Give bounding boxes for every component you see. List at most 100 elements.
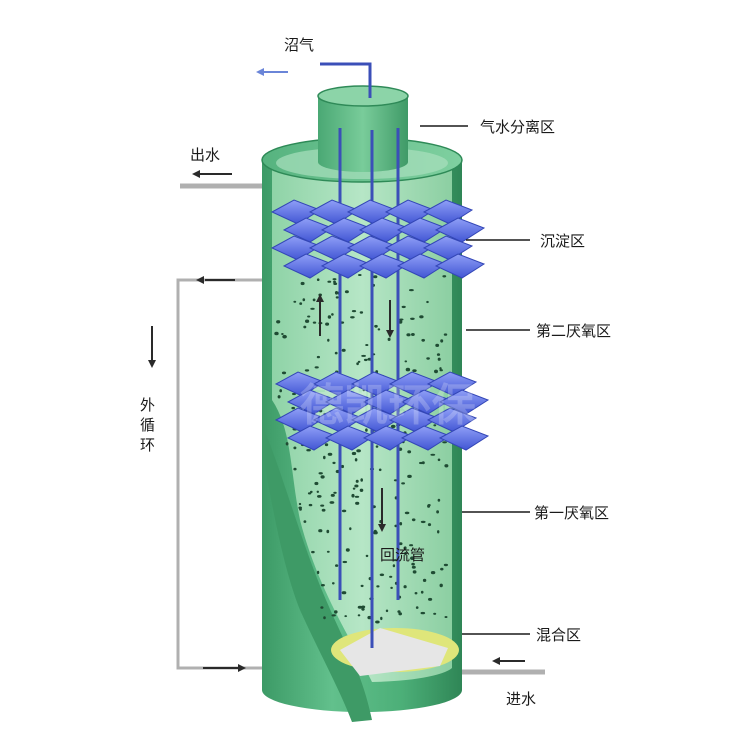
watermark: 德凯环保 — [300, 380, 477, 431]
sludge-dot — [326, 529, 330, 534]
sludge-dot — [437, 458, 441, 462]
sludge-dot — [428, 597, 433, 601]
sludge-dot — [401, 482, 405, 485]
sludge-dot — [357, 605, 363, 609]
sludge-dot — [298, 506, 303, 510]
sludge-dot — [390, 424, 396, 429]
return-flow-arrow-head — [378, 524, 386, 532]
sludge-dot — [332, 278, 337, 281]
sludge-dot — [327, 338, 330, 342]
sludge-dot — [419, 315, 424, 319]
sludge-dot — [279, 389, 283, 393]
settler-plate — [434, 217, 486, 243]
sludge-dot — [420, 611, 426, 615]
sludge-dot — [398, 320, 403, 324]
sludge-dot — [378, 468, 382, 472]
sludge-dot — [356, 362, 359, 366]
sludge-dot — [390, 586, 393, 590]
sludge-dot — [344, 290, 349, 294]
label-external-circulation-2: 循 — [140, 416, 155, 434]
sludge-dot — [320, 475, 325, 479]
sludge-dot — [439, 369, 443, 372]
outlet-pipe — [180, 170, 262, 189]
sludge-dot — [274, 331, 279, 336]
sludge-dot — [411, 562, 415, 566]
sludge-dot — [409, 289, 414, 292]
sludge-dot — [403, 546, 407, 550]
sludge-dot — [398, 542, 403, 546]
label-biogas: 沼气 — [284, 36, 314, 54]
sludge-dot — [293, 300, 297, 303]
sludge-dot — [360, 584, 364, 588]
sludge-dot — [443, 333, 448, 336]
sludge-dot — [303, 520, 307, 523]
sludge-dot — [422, 578, 427, 583]
inlet-arrow-head — [492, 657, 500, 665]
sludge-dot — [373, 275, 378, 279]
sludge-dot — [439, 367, 442, 370]
label-second-anaerobic: 第二厌氧区 — [536, 322, 611, 340]
sludge-dot — [318, 472, 323, 475]
sludge-dot — [293, 467, 297, 471]
lower-settler — [274, 371, 490, 451]
sludge-dot — [442, 441, 447, 444]
sludge-dot — [327, 315, 332, 319]
sludge-dot — [316, 570, 320, 575]
sludge-dot — [334, 610, 338, 614]
sludge-dot — [330, 493, 335, 497]
sludge-dot — [334, 351, 338, 355]
sludge-dot — [355, 479, 359, 483]
sludge-dot — [323, 455, 326, 460]
biogas-pipe — [256, 62, 372, 98]
sludge-dot — [342, 560, 348, 564]
sludge-dot — [352, 487, 356, 490]
sludge-dot — [437, 357, 441, 361]
sludge-dot — [341, 591, 347, 595]
sludge-dot — [389, 575, 393, 578]
sludge-dot — [317, 495, 322, 498]
sludge-dot — [320, 504, 325, 507]
sludge-dot — [276, 320, 281, 324]
sludge-dot — [392, 564, 396, 568]
sludge-dot — [341, 509, 347, 513]
sludge-dot — [324, 443, 329, 447]
sludge-dot — [302, 298, 306, 302]
sludge-dot — [433, 612, 437, 615]
settler-plate — [426, 407, 478, 433]
sludge-dot — [404, 511, 410, 515]
sludge-dot — [334, 291, 339, 295]
sludge-dot — [344, 615, 348, 618]
sludge-dot — [358, 274, 362, 276]
sludge-dot — [320, 584, 325, 587]
sludge-dot — [359, 488, 364, 492]
sludge-dot — [393, 559, 398, 562]
sludge-dot — [375, 620, 380, 624]
sludge-dot — [320, 606, 324, 609]
settler-plate — [434, 253, 486, 279]
sludge-dot — [360, 478, 364, 482]
sludge-dot — [435, 343, 440, 347]
sludge-dot — [427, 523, 432, 527]
sludge-dot — [361, 354, 366, 357]
sludge-dot — [439, 583, 443, 588]
sludge-dot — [326, 550, 330, 553]
sludge-dot — [444, 616, 448, 618]
sludge-dot — [350, 316, 355, 319]
sludge-dot — [409, 544, 414, 547]
tank-cutaway-interior — [272, 170, 452, 682]
sludge-dot — [314, 366, 319, 369]
sludge-dot — [305, 319, 310, 323]
sludge-dot — [398, 612, 403, 616]
sludge-dot — [310, 307, 315, 310]
sludge-dot — [308, 503, 313, 507]
sludge-dot — [365, 428, 368, 432]
sludge-dot — [281, 371, 287, 375]
settler-plate — [438, 425, 490, 451]
sludge-dot — [355, 501, 360, 505]
sludge-dot — [399, 522, 403, 526]
sludge-dot — [293, 446, 297, 450]
sludge-dot — [376, 585, 380, 588]
sludge-dot — [300, 281, 305, 286]
sludge-dot — [312, 298, 316, 302]
sludge-dot — [307, 315, 311, 318]
